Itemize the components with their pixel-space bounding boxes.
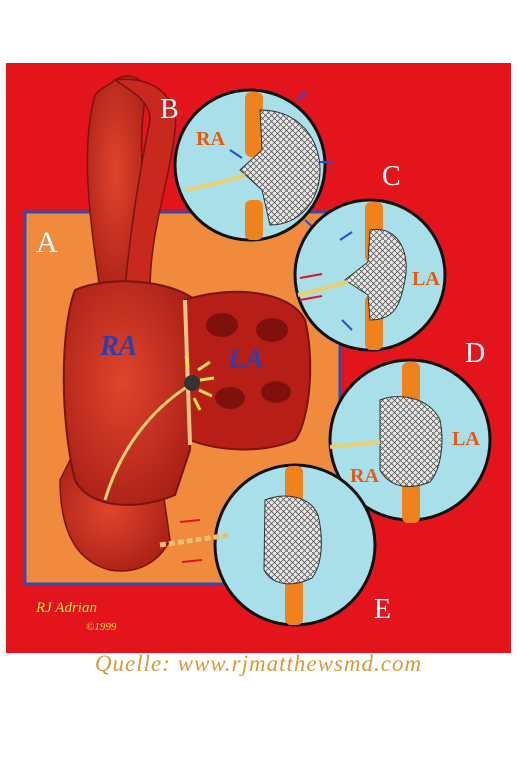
pulmonary-vein-hole bbox=[256, 318, 288, 342]
pulmonary-vein-hole bbox=[261, 381, 291, 403]
artist-signature: RJ Adrian bbox=[35, 600, 97, 616]
panel-c-letter: C bbox=[382, 161, 401, 192]
panel-a-letter: A bbox=[36, 226, 58, 259]
panel-a-la-label: LA bbox=[227, 344, 264, 375]
jet-lines bbox=[184, 355, 215, 411]
panel-b-ra-label: RA bbox=[196, 128, 225, 150]
panel-d-la-label: LA bbox=[452, 428, 480, 450]
heart bbox=[62, 280, 312, 506]
pulmonary-vein-hole bbox=[206, 313, 238, 337]
panel-a-ra-label: RA bbox=[99, 331, 137, 362]
panel-e-letter: E bbox=[374, 594, 391, 625]
signature-year: ©1999 bbox=[86, 621, 117, 633]
right-atrium bbox=[62, 280, 197, 506]
panel-c-circle bbox=[293, 198, 447, 352]
panel-e-circle bbox=[159, 463, 377, 627]
panel-d-ra-label: RA bbox=[350, 465, 379, 487]
panel-d-circle bbox=[328, 358, 492, 523]
arrow-icon bbox=[299, 273, 323, 301]
panel-d-letter: D bbox=[465, 338, 485, 369]
panel-c-la-label: LA bbox=[412, 268, 440, 290]
septum bbox=[183, 299, 192, 446]
catheter bbox=[103, 383, 191, 501]
pulmonary-vein-hole bbox=[215, 387, 245, 409]
arrow-icon bbox=[179, 519, 203, 563]
source-caption: Quelle: www.rjmatthewsmd.com bbox=[94, 651, 423, 676]
defect-device bbox=[184, 375, 200, 391]
panel-b-circle bbox=[173, 88, 334, 242]
panel-b-letter: B bbox=[160, 94, 179, 125]
arrow-icon bbox=[339, 231, 353, 331]
